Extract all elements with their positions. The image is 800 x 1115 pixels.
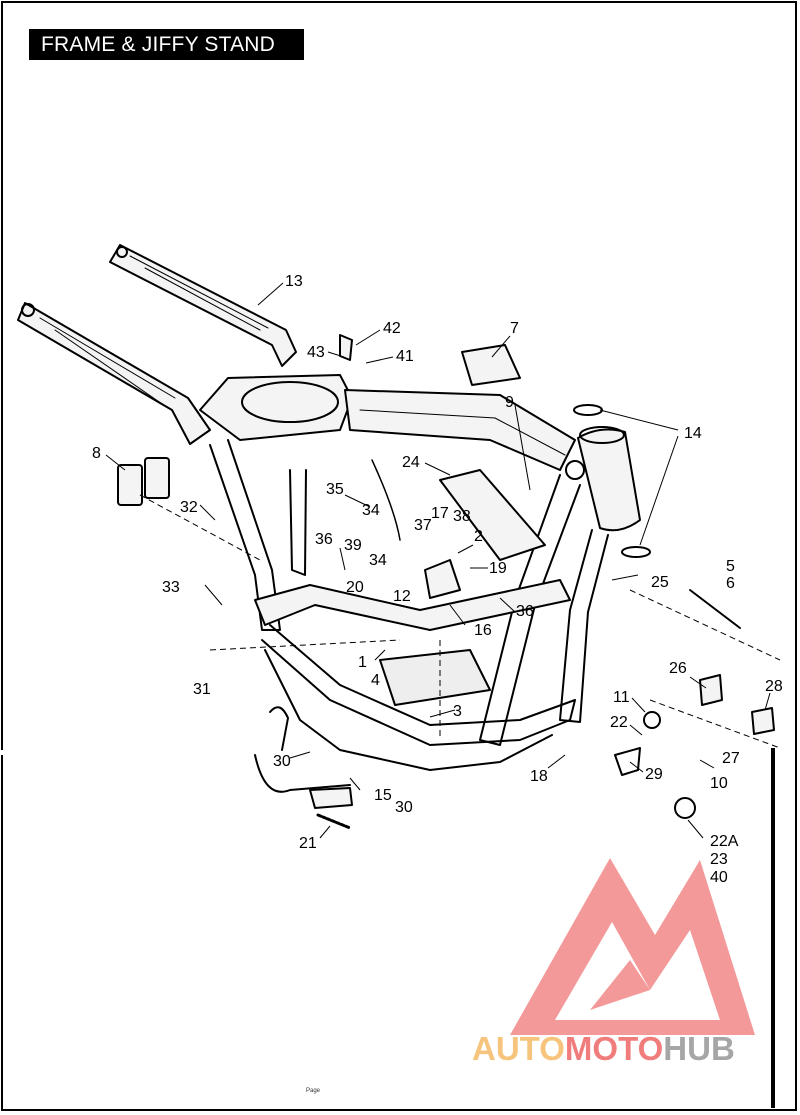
callout-13: 13 <box>285 273 303 290</box>
callout-36: 36 <box>315 531 333 548</box>
callout-36-b: 36 <box>516 603 534 620</box>
right-edge-bar <box>771 748 775 1108</box>
callout-21: 21 <box>299 835 317 852</box>
callout-7: 7 <box>510 320 519 337</box>
callout-9: 9 <box>505 394 514 411</box>
callout-20: 20 <box>346 579 364 596</box>
callout-23: 23 <box>710 851 728 868</box>
callout-30: 30 <box>273 753 291 770</box>
callout-25: 25 <box>651 574 669 591</box>
callout-3: 3 <box>453 703 462 720</box>
callout-28: 28 <box>765 678 783 695</box>
callout-22: 22 <box>610 714 628 731</box>
callout-27: 27 <box>722 750 740 767</box>
watermark-text: AUTOMOTOHUB <box>472 1030 735 1067</box>
callout-10: 10 <box>710 775 728 792</box>
callout-43: 43 <box>307 344 325 361</box>
callout-18: 18 <box>530 768 548 785</box>
callout-6: 6 <box>726 575 735 592</box>
callout-22a: 22A <box>710 833 739 850</box>
callout-39: 39 <box>344 537 362 554</box>
callout-33: 33 <box>162 579 180 596</box>
watermark-logo <box>510 858 755 1035</box>
callout-16: 16 <box>474 622 492 639</box>
callout-15: 15 <box>374 787 392 804</box>
callout-11: 11 <box>613 689 630 706</box>
page-title: FRAME & JIFFY STAND <box>29 29 304 60</box>
callout-29: 29 <box>645 766 663 783</box>
callout-26: 26 <box>669 660 687 677</box>
callout-42: 42 <box>383 320 401 337</box>
callout-8: 8 <box>92 445 101 462</box>
callout-34-b: 34 <box>369 552 387 569</box>
callout-31: 31 <box>193 681 211 698</box>
callout-12: 12 <box>393 588 411 605</box>
scan-gap <box>0 750 240 755</box>
callout-37: 37 <box>414 517 432 534</box>
callout-4: 4 <box>371 672 380 689</box>
callout-14: 14 <box>684 425 702 442</box>
callout-30-b: 30 <box>395 799 413 816</box>
page-label: Page <box>306 1088 321 1094</box>
callout-41: 41 <box>396 348 414 365</box>
callout-34: 34 <box>362 502 380 519</box>
callout-24: 24 <box>402 454 420 471</box>
callout-35: 35 <box>326 481 344 498</box>
callout-17: 17 <box>431 505 449 522</box>
callout-1: 1 <box>358 654 367 671</box>
callout-32: 32 <box>180 499 198 516</box>
callout-40: 40 <box>710 869 728 886</box>
callout-38: 38 <box>453 508 471 525</box>
callout-2: 2 <box>474 528 483 545</box>
callout-19: 19 <box>489 560 507 577</box>
callout-5: 5 <box>726 558 735 575</box>
